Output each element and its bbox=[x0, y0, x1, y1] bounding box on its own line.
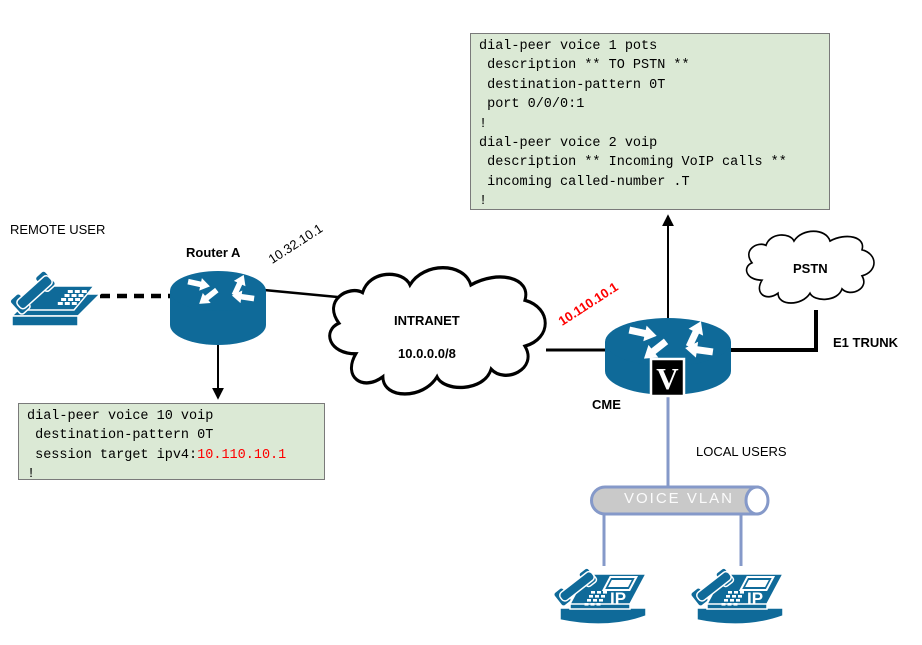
router-a-config-box: dial-peer voice 10 voip destination-patt… bbox=[18, 403, 325, 482]
voice-vlan-label: VOICE VLAN bbox=[623, 490, 735, 507]
config-line-session-target: session target ipv4:10.110.10.1 bbox=[27, 446, 316, 465]
handset bbox=[9, 270, 57, 315]
session-target-prefix: session target ipv4: bbox=[27, 447, 198, 463]
handset bbox=[689, 567, 735, 607]
voice-gateway-badge: V bbox=[649, 357, 686, 398]
e1-trunk-label: E1 TRUNK bbox=[833, 335, 899, 350]
intranet-cloud bbox=[328, 266, 547, 396]
intranet-name-label: INTRANET bbox=[394, 313, 460, 328]
ip-badge: IP bbox=[747, 589, 763, 608]
router-a-label: Router A bbox=[186, 245, 241, 260]
link-routera-intranet bbox=[263, 288, 349, 300]
config-line: port 0/0/0:1 bbox=[479, 97, 585, 113]
link-e1-trunk bbox=[731, 310, 818, 352]
local-users-label: LOCAL USERS bbox=[696, 444, 787, 459]
router-a-icon bbox=[170, 271, 266, 345]
cme-config-box: dial-peer voice 1 pots description ** TO… bbox=[470, 33, 830, 210]
session-target-ip: 10.110.10.1 bbox=[197, 447, 287, 463]
analog-phone-icon bbox=[9, 270, 102, 327]
handset bbox=[552, 567, 598, 607]
config-line: incoming called-number .T bbox=[479, 174, 690, 190]
config-line: description ** TO PSTN ** bbox=[479, 58, 690, 74]
config-line: dial-peer voice 1 pots bbox=[479, 39, 658, 54]
voice-vlan-pipe bbox=[590, 485, 770, 516]
cme-label: CME bbox=[592, 397, 621, 412]
config-line: dial-peer voice 2 voip bbox=[479, 136, 658, 152]
pstn-label: PSTN bbox=[793, 261, 828, 276]
voice-badge-letter: V bbox=[656, 361, 679, 396]
config-line: ! bbox=[479, 116, 488, 132]
config-line: destination-pattern 0T bbox=[479, 77, 666, 93]
ip-phone-icon-1: IP bbox=[552, 567, 648, 625]
config-line: destination-pattern 0T bbox=[27, 428, 214, 444]
ip-badge: IP bbox=[610, 589, 626, 608]
config-line: ! bbox=[479, 194, 488, 210]
config-line: dial-peer voice 10 voip bbox=[27, 409, 214, 424]
ip-phone-icon-2: IP bbox=[689, 567, 785, 625]
remote-user-label: REMOTE USER bbox=[10, 222, 106, 237]
intranet-subnet-label: 10.0.0.0/8 bbox=[398, 346, 456, 361]
config-line: ! bbox=[27, 467, 36, 483]
keypad bbox=[584, 591, 607, 606]
keypad bbox=[721, 591, 744, 606]
config-line: description ** Incoming VoIP calls ** bbox=[479, 155, 787, 171]
keypad bbox=[57, 290, 87, 305]
